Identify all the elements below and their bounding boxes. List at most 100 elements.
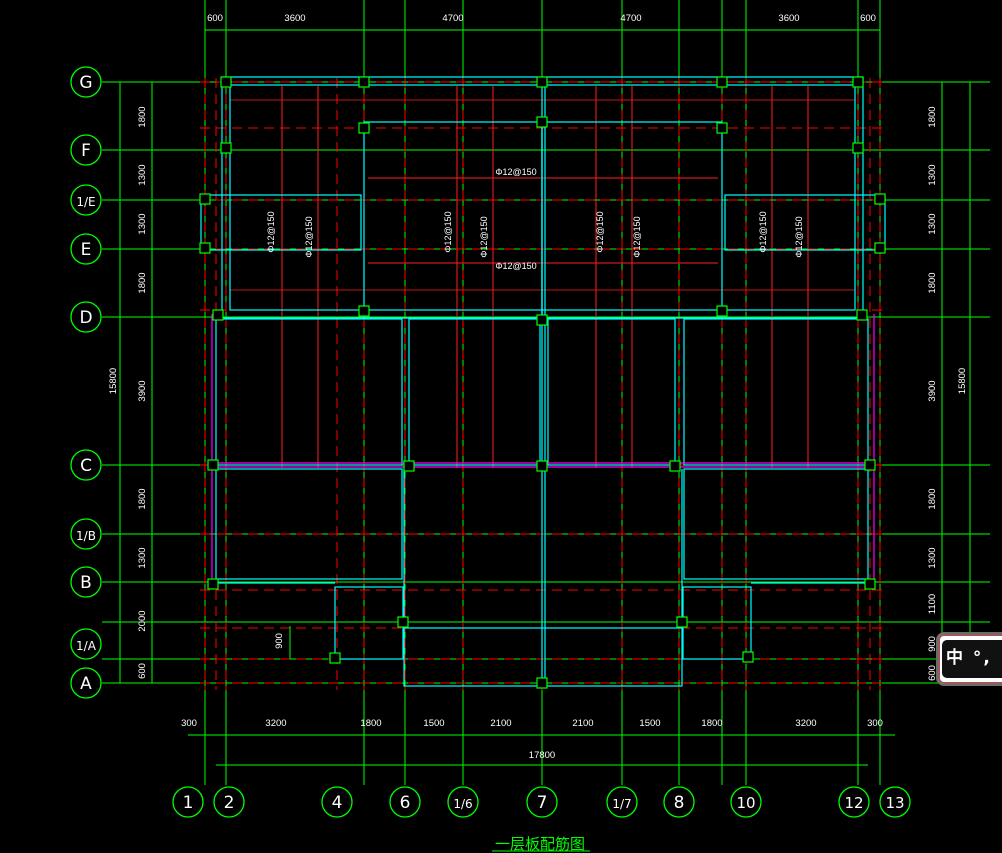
row-axis-1E: 1/E <box>70 184 102 216</box>
column-square <box>207 578 219 590</box>
column-axis-13: 13 <box>879 786 911 818</box>
column-square <box>220 142 232 154</box>
rebar-label-2: Φ12@150 <box>495 261 536 271</box>
left-dim-0: 1800 <box>137 106 148 127</box>
column-square <box>852 76 864 88</box>
column-square <box>716 305 728 317</box>
column-axis-10: 10 <box>730 786 762 818</box>
column-square <box>329 652 341 664</box>
column-square <box>403 460 415 472</box>
column-square <box>864 578 876 590</box>
column-axis-7: 7 <box>526 786 558 818</box>
ime-toolbar-panel <box>942 640 1002 678</box>
column-square <box>212 309 224 321</box>
room-d-c-4 <box>683 318 869 466</box>
right-dim-1: 1300 <box>927 164 938 185</box>
rebar-label-8: Φ12@150 <box>632 216 642 257</box>
right-dimension-texts: 1800 1300 1300 1800 3900 1800 1300 1100 … <box>927 106 968 681</box>
row-axis-A: A <box>70 667 102 699</box>
rebar-label-6: Φ12@150 <box>479 216 489 257</box>
column-square <box>864 459 876 471</box>
column-axis-4: 4 <box>321 786 353 818</box>
top-dim-4: 3600 <box>778 13 799 24</box>
column-square <box>676 616 688 628</box>
right-dim-8: 900 <box>927 636 938 652</box>
rebar-label-1: Φ12@150 <box>495 167 536 177</box>
column-axis-bubbles: 1 2 4 6 1/6 7 1/7 8 10 12 13 <box>172 786 911 818</box>
left-dim-4: 3900 <box>137 380 148 401</box>
column-axis-6: 6 <box>389 786 421 818</box>
svg-text:7: 7 <box>537 793 548 813</box>
bottom-dim-6: 1500 <box>639 718 660 729</box>
column-square <box>716 76 728 88</box>
columns <box>199 76 886 689</box>
row-axis-F: F <box>70 134 102 166</box>
row-axis-C: C <box>70 449 102 481</box>
left-dim-7: 2000 <box>137 610 148 631</box>
bottom-dim-7: 1800 <box>701 718 722 729</box>
top-dim-0: 600 <box>207 13 223 24</box>
rebar-label-5: Φ12@150 <box>443 211 453 252</box>
svg-text:1/E: 1/E <box>76 195 95 209</box>
left-total: 15800 <box>108 368 119 394</box>
column-square <box>536 116 548 128</box>
row-axis-G: G <box>70 66 102 98</box>
column-square <box>536 677 548 689</box>
column-square <box>207 459 219 471</box>
bottom-dimension-texts: 300 3200 1800 1500 2100 2100 1500 1800 3… <box>181 718 883 761</box>
right-dim-4: 3900 <box>927 380 938 401</box>
ime-mode-label[interactable]: 中 °, <box>946 648 992 668</box>
rebar-label-4: Φ12@150 <box>304 216 314 257</box>
column-square <box>716 122 728 134</box>
svg-text:1/A: 1/A <box>76 639 97 653</box>
right-total: 15800 <box>957 368 968 394</box>
bottom-dim-0: 300 <box>181 718 197 729</box>
bottom-dim-1: 3200 <box>265 718 286 729</box>
row-axis-bubbles: G F 1/E E D C 1/B B 1/A A <box>70 66 102 699</box>
right-dim-3: 1800 <box>927 272 938 293</box>
left-balcony <box>200 194 362 251</box>
column-square <box>358 122 370 134</box>
left-dim-5: 1800 <box>137 488 148 509</box>
right-dim-6: 1300 <box>927 547 938 568</box>
right-dim-9: 600 <box>927 665 938 681</box>
svg-text:12: 12 <box>844 794 863 812</box>
room-d-c-1 <box>215 318 403 466</box>
rebar-label-10: Φ12@150 <box>794 216 804 257</box>
row-axis-1B: 1/B <box>70 518 102 550</box>
column-square <box>358 76 370 88</box>
dimension-lines <box>119 29 971 766</box>
column-square <box>874 242 886 254</box>
rebar-labels: Φ12@150 Φ12@150 Φ12@150 Φ12@150 Φ12@150 … <box>266 167 804 271</box>
column-square <box>852 142 864 154</box>
left-dim-6: 1300 <box>137 547 148 568</box>
column-square <box>874 193 886 205</box>
row-axis-E: E <box>70 233 102 265</box>
local-dimension: 900 <box>274 633 285 649</box>
column-axis-1-6: 1/6 <box>447 786 479 818</box>
column-square <box>199 242 211 254</box>
rebar-label-9: Φ12@150 <box>758 211 768 252</box>
ime-toolbar[interactable]: 中 °, <box>936 632 1002 686</box>
column-square <box>536 76 548 88</box>
room-d-c-2 <box>408 318 541 466</box>
svg-text:C: C <box>80 456 92 476</box>
left-dim-1: 1300 <box>137 164 148 185</box>
top-dim-5: 600 <box>860 13 876 24</box>
svg-text:A: A <box>80 674 92 694</box>
left-dim-3: 1800 <box>137 272 148 293</box>
left-dimension-texts: 1800 1300 1300 1800 3900 1800 1300 2000 … <box>108 106 148 679</box>
column-square <box>536 460 548 472</box>
column-square <box>742 651 754 663</box>
column-square <box>199 193 211 205</box>
bottom-total: 17800 <box>529 750 555 761</box>
right-dim-7: 1100 <box>927 594 938 614</box>
svg-text:2: 2 <box>224 793 235 813</box>
svg-text:10: 10 <box>736 794 755 812</box>
top-dim-1: 3600 <box>284 13 305 24</box>
column-square <box>856 309 868 321</box>
column-square <box>358 305 370 317</box>
column-square <box>220 76 232 88</box>
svg-text:1/6: 1/6 <box>453 797 472 811</box>
